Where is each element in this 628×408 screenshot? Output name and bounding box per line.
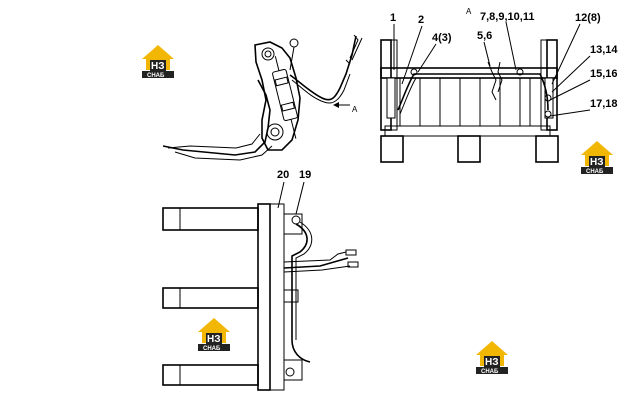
grapple-cylinder — [272, 56, 298, 139]
svg-text:НЗ: НЗ — [590, 157, 604, 168]
svg-text:НЗ: НЗ — [207, 334, 221, 345]
top-hose-out — [283, 257, 349, 269]
callout-5-6: 5,6 — [477, 30, 492, 42]
top-hose-main — [291, 223, 311, 363]
callout-2: 2 — [418, 14, 424, 26]
callout-19: 19 — [299, 169, 311, 181]
callout-15-16: 15,16 — [590, 68, 618, 80]
bucket-tine — [162, 79, 271, 156]
rear-section-marker: A — [466, 7, 472, 16]
top-tine-middle — [162, 287, 259, 309]
top-frame-beam — [257, 203, 271, 391]
watermark-logo-4: НЗ СНАБ — [476, 341, 508, 375]
svg-text:НЗ: НЗ — [485, 357, 499, 368]
callout-12-8: 12(8) — [575, 12, 601, 24]
top-tine-upper — [162, 207, 259, 231]
watermark-logo-2: НЗ СНАБ — [581, 141, 613, 175]
top-tine-lower — [162, 364, 259, 386]
watermark-logo-3: НЗ СНАБ — [198, 318, 230, 352]
callout-17-18: 17,18 — [590, 98, 618, 110]
svg-text:СНАБ: СНАБ — [481, 369, 499, 375]
side-view: A — [162, 34, 363, 161]
side-section-marker: A — [352, 105, 358, 114]
upper-pin — [261, 47, 275, 61]
callout-1: 1 — [390, 12, 396, 24]
left-rear-cylinder — [386, 77, 396, 119]
right-tine-foot — [535, 135, 559, 163]
callout-13-14: 13,14 — [590, 44, 618, 56]
center-tine-foot — [457, 135, 481, 163]
left-tine-foot — [380, 135, 404, 163]
watermark-logo-1: НЗ СНАБ — [142, 45, 174, 79]
callout-20: 20 — [277, 169, 289, 181]
callout-4-3: 4(3) — [432, 32, 452, 44]
svg-text:СНАБ: СНАБ — [586, 169, 604, 175]
rear-view: A 1 2 4(3) 5,6 7,8,9,10,11 12(8) 13,14 1… — [380, 7, 618, 163]
svg-text:СНАБ: СНАБ — [147, 73, 165, 79]
callout-7-11: 7,8,9,10,11 — [480, 11, 534, 23]
lower-pin — [266, 123, 284, 141]
rear-hose-main — [397, 73, 549, 111]
leader-lines-rear — [393, 21, 591, 117]
svg-text:СНАБ: СНАБ — [203, 346, 221, 352]
mounting-plate — [254, 41, 301, 151]
side-hose — [289, 35, 357, 101]
top-view: 20 19 — [162, 169, 359, 391]
svg-text:НЗ: НЗ — [151, 61, 165, 72]
